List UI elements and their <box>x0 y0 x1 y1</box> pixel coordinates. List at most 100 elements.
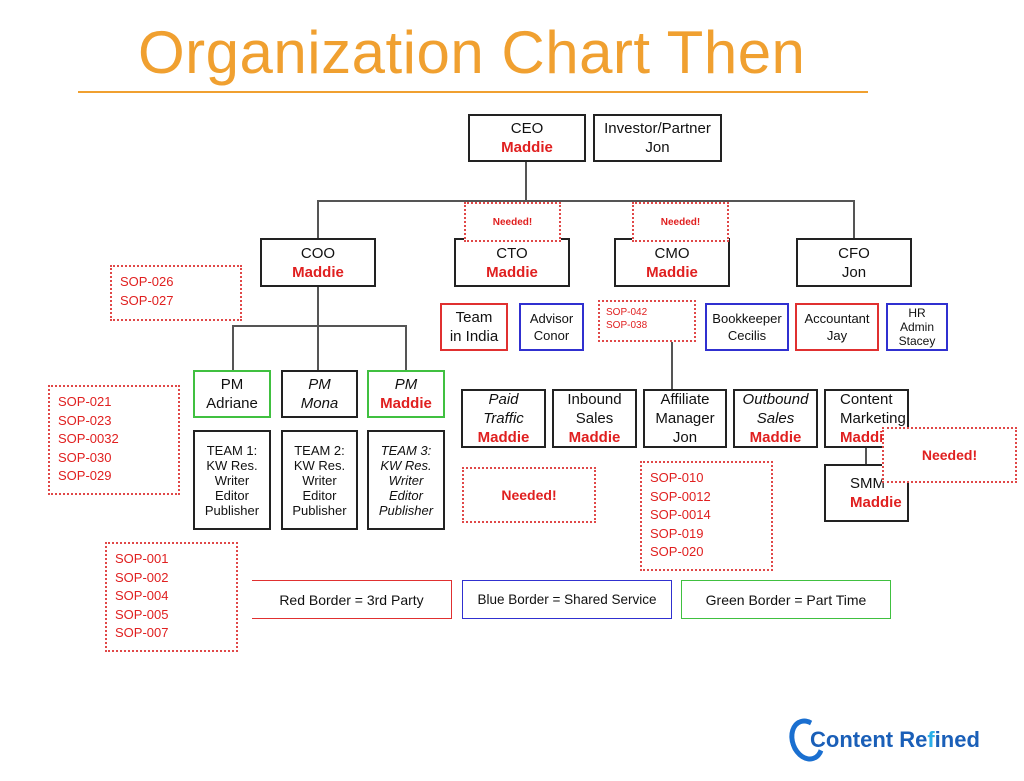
pm-mona-role: PM <box>308 376 331 393</box>
logo-text-part1: Content Re <box>810 727 928 752</box>
connector-cfo-drop <box>853 200 855 238</box>
team1-line5: Publisher <box>204 502 260 518</box>
investor-name: Jon <box>645 139 670 156</box>
advisor-box: Advisor Conor <box>519 303 584 351</box>
connector-coo-drop <box>317 200 319 238</box>
hr-box: HR Admin Stacey <box>886 303 948 351</box>
sop-coo-1: SOP-026 <box>120 274 174 289</box>
accountant-name: Jay <box>826 328 848 343</box>
team2-line4: Editor <box>302 487 337 503</box>
logo-text-part2: f <box>927 727 935 752</box>
logo-swirl-icon <box>783 713 831 767</box>
smm-name: Maddie <box>850 494 902 511</box>
sop-teams-2: SOP-002 <box>115 569 169 585</box>
team3-line5: Publisher <box>378 502 434 518</box>
team3-line4: Editor <box>389 487 423 503</box>
cmo-role: CMO <box>654 244 690 262</box>
smm-role: SMM <box>850 475 885 492</box>
advisor-name: Conor <box>533 328 570 343</box>
connector-content-smm <box>865 446 867 466</box>
advisor-role: Advisor <box>529 311 574 326</box>
team2-line2: KW Res. <box>293 457 346 473</box>
title-underline <box>78 91 868 93</box>
outbound-sales-name: Maddie <box>749 429 802 446</box>
inbound-sales-box: Inbound Sales Maddie <box>552 389 637 448</box>
inbound-sales-line1: Inbound <box>567 391 622 408</box>
investor-box: Investor/Partner Jon <box>593 114 722 162</box>
pm-maddie-role: PM <box>394 376 418 393</box>
inbound-sales-name: Maddie <box>568 429 621 446</box>
cfo-role: CFO <box>838 244 870 262</box>
team1-line1: TEAM 1: <box>206 442 258 458</box>
sop-pm-1: SOP-021 <box>58 394 112 409</box>
ceo-role: CEO <box>510 120 544 137</box>
sop-affiliate-5: SOP-020 <box>650 544 704 559</box>
team3-line3: Writer <box>388 472 424 488</box>
bookkeeper-role: Bookkeeper <box>712 311 782 326</box>
bookkeeper-box: Bookkeeper Cecilis <box>705 303 789 351</box>
content-refined-logo: Content Refined <box>783 713 980 767</box>
cfo-name: Jon <box>841 263 867 281</box>
outbound-sales-line1: Outbound <box>742 391 809 408</box>
sop-teams-4: SOP-005 <box>115 606 169 622</box>
team1-line3: Writer <box>214 472 250 488</box>
sop-teams-box: SOP-001 SOP-002 SOP-004 SOP-005 SOP-007 <box>105 542 238 652</box>
sop-affiliate-2: SOP-0012 <box>650 488 711 504</box>
team-india-line1: Team <box>455 309 493 326</box>
page-title: Organization Chart Then <box>138 19 806 86</box>
smm-box: SMM Maddie <box>824 464 909 522</box>
legend-red: Red Border = 3rd Party <box>252 580 452 619</box>
team1-box: TEAM 1: KW Res. Writer Editor Publisher <box>193 430 271 530</box>
needed-cmo-badge: Needed! <box>632 202 729 242</box>
affiliate-line2: Manager <box>655 410 715 427</box>
ceo-box: CEO Maddie <box>468 114 586 162</box>
paid-traffic-name: Maddie <box>477 429 530 446</box>
sop-affiliate-3: SOP-0014 <box>650 507 711 522</box>
outbound-sales-line2: Sales <box>756 410 795 427</box>
content-marketing-name: Maddie <box>840 429 892 446</box>
sop-pm-box: SOP-021 SOP-023 SOP-0032 SOP-030 SOP-029 <box>48 385 180 495</box>
team-india-line2: in India <box>449 328 499 345</box>
team-india-box: Team in India <box>440 303 508 351</box>
content-marketing-box: Content Marketing Maddie <box>824 389 909 448</box>
sop-affiliate-box: SOP-010 SOP-0012 SOP-0014 SOP-019 SOP-02… <box>640 461 773 571</box>
sop-coo-2: SOP-027 <box>120 292 174 308</box>
coo-box: COO Maddie <box>260 238 376 287</box>
needed-content-badge: Needed! <box>882 427 1017 483</box>
pm-maddie-box: PM Maddie <box>367 370 445 418</box>
sop-pm-2: SOP-023 <box>58 412 112 428</box>
pm-adriane-box: PM Adriane <box>193 370 271 418</box>
connector-pm-bus-left <box>232 325 254 327</box>
team2-box: TEAM 2: KW Res. Writer Editor Publisher <box>281 430 358 530</box>
sop-teams-5: SOP-007 <box>115 625 169 640</box>
paid-traffic-line1: Paid <box>488 391 519 408</box>
content-marketing-line2: Marketing <box>840 410 906 427</box>
sop-affiliate-1: SOP-010 <box>650 470 704 485</box>
logo-text-part3: ined <box>934 727 980 752</box>
coo-role: COO <box>300 244 336 262</box>
paid-traffic-box: Paid Traffic Maddie <box>461 389 546 448</box>
pm-adriane-name: Adriane <box>206 395 258 412</box>
team2-line3: Writer <box>302 472 337 488</box>
investor-role: Investor/Partner <box>604 120 711 137</box>
outbound-sales-box: Outbound Sales Maddie <box>733 389 818 448</box>
sop-cmo-box: SOP-042 SOP-038 <box>598 300 696 342</box>
connector-cmo-down <box>671 340 673 390</box>
sop-affiliate-4: SOP-019 <box>650 525 704 541</box>
needed-paid-badge: Needed! <box>462 467 596 523</box>
sop-teams-3: SOP-004 <box>115 588 169 603</box>
pm-mona-name: Mona <box>300 395 339 412</box>
sop-teams-1: SOP-001 <box>115 551 169 566</box>
hr-line2: Admin <box>899 320 934 334</box>
team3-line2: KW Res. <box>380 457 432 473</box>
coo-name: Maddie <box>292 263 344 281</box>
sop-cmo-2: SOP-038 <box>606 320 648 331</box>
sop-coo-box: SOP-026 SOP-027 <box>110 265 242 321</box>
sop-cmo-1: SOP-042 <box>606 307 648 318</box>
team3-line1: TEAM 3: <box>380 442 432 458</box>
needed-cto-badge: Needed! <box>464 202 561 242</box>
team2-line1: TEAM 2: <box>294 442 345 458</box>
logo-text: Content Refined <box>810 727 980 753</box>
inbound-sales-line2: Sales <box>575 410 614 427</box>
sop-pm-3: SOP-0032 <box>58 431 119 446</box>
